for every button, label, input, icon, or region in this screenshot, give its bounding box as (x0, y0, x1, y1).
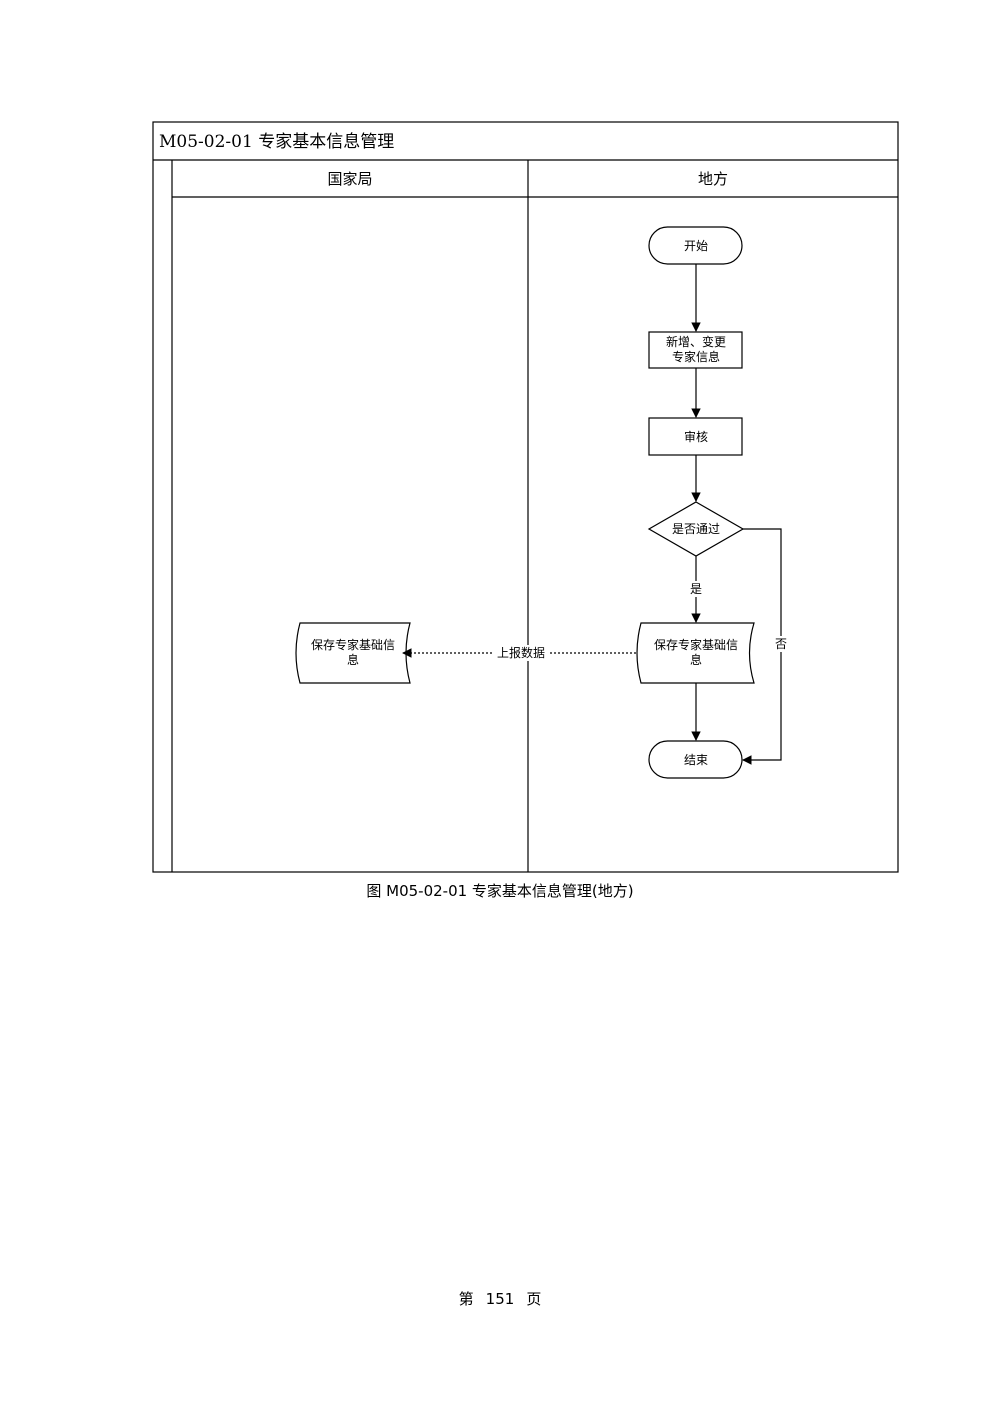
node-save-national-label-line2: 息 (347, 652, 359, 667)
node-end (648, 740, 743, 779)
lane-header-local: 地方 (698, 170, 728, 188)
node-review (648, 417, 743, 456)
lane-header-national: 国家局 (327, 170, 372, 188)
diagram-title: M05-02-01 专家基本信息管理 (159, 132, 394, 152)
pool-frame (152, 121, 899, 873)
node-save-national (295, 622, 411, 684)
node-decision-label: 是否通过 (672, 522, 720, 536)
page-number-prefix: 第 (458, 1290, 474, 1308)
node-start-label: 开始 (684, 239, 708, 253)
node-save-national-label-line1: 保存专家基础信 (311, 637, 395, 652)
node-end-label: 结束 (684, 753, 708, 767)
node-edit-label-line1: 新增、变更 (666, 334, 726, 349)
edge-label-no: 否 (775, 637, 787, 651)
node-save-local-label-line2: 息 (690, 652, 702, 667)
node-edit-label-line2: 专家信息 (672, 349, 720, 364)
edge-label-yes: 是 (690, 582, 702, 596)
node-save-local-label-line1: 保存专家基础信 (654, 637, 738, 652)
node-review-label: 审核 (684, 429, 708, 444)
figure-caption: 图 M05-02-01 专家基本信息管理(地方) (366, 882, 634, 900)
page-number: 151 (485, 1290, 515, 1308)
edge-label-report: 上报数据 (497, 645, 545, 660)
node-save-local (636, 622, 755, 684)
page-number-suffix: 页 (526, 1290, 542, 1308)
page-footer: 第 151 页 (0, 1288, 1000, 1309)
swimlane-flowchart: M05-02-01 专家基本信息管理 国家局 地方 是 否 上报数据 (152, 121, 899, 873)
